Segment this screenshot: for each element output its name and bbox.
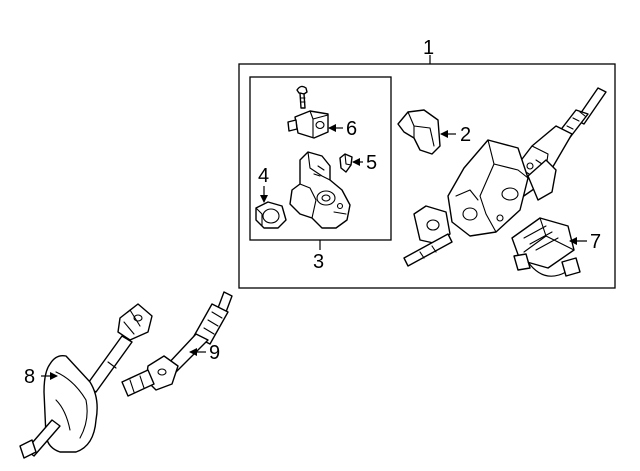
- steering-column-body: [403, 87, 607, 267]
- part-2-cover: [397, 109, 441, 155]
- part-6-switch: [287, 110, 329, 139]
- callout-2-label: 2: [460, 124, 471, 146]
- part-5-clip: [339, 153, 353, 173]
- part-9-intermediate-shaft: [121, 291, 233, 397]
- callout-8-label: 8: [24, 366, 35, 388]
- part-7-module: [511, 217, 581, 277]
- assembly-frame: [238, 63, 616, 289]
- part-4-cylinder: [255, 201, 287, 229]
- callout-6-label: 6: [346, 118, 357, 140]
- callout-7-label: 7: [590, 231, 601, 253]
- callout-3-label: 3: [313, 251, 324, 273]
- callout-1-label: 1: [423, 37, 434, 59]
- callout-9-label: 9: [209, 342, 220, 364]
- lock-housing-part: [289, 151, 351, 229]
- callout-4-label: 4: [258, 165, 269, 187]
- bolt-part: [296, 85, 308, 109]
- callout-5-label: 5: [366, 152, 377, 174]
